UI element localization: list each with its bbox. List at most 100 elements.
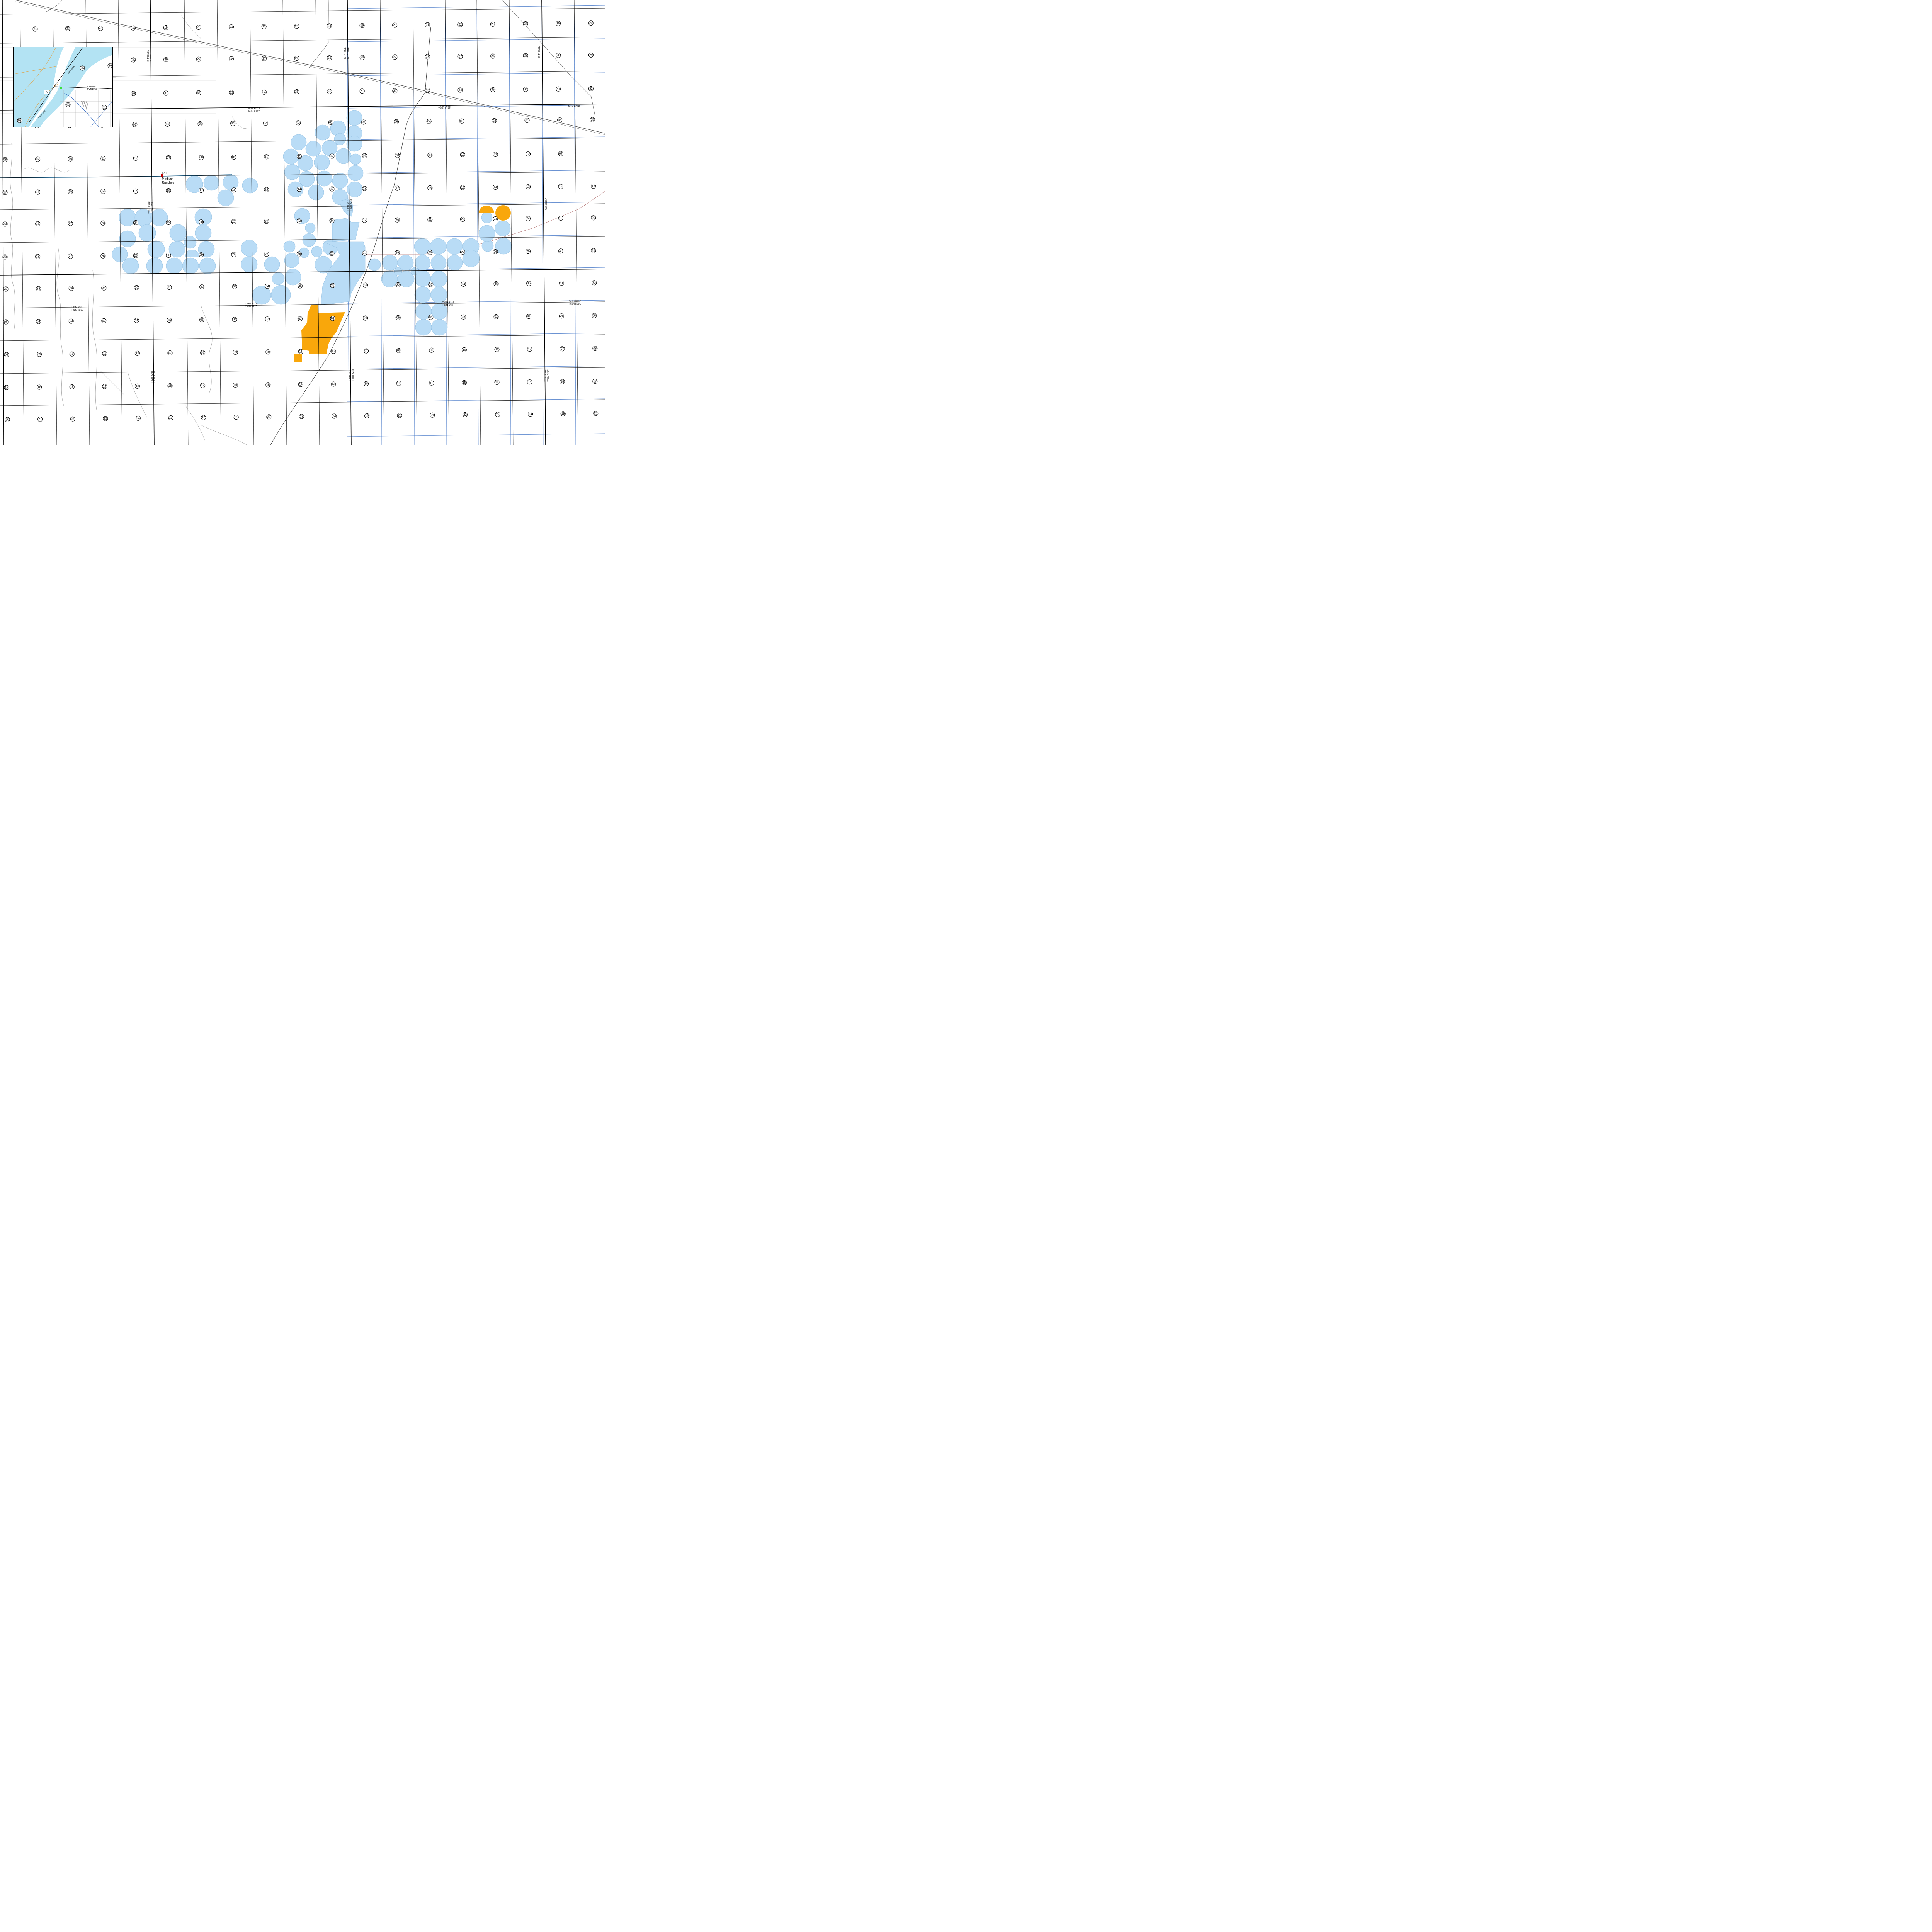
section-label-32: 32 xyxy=(392,88,398,94)
place-marker[interactable]: L&L Madison Ranches xyxy=(161,172,174,184)
section-label-ring xyxy=(298,349,303,354)
section-label-04: 04 xyxy=(428,315,434,320)
section-label-19: 19 xyxy=(364,413,370,418)
section-label-ring xyxy=(425,88,430,93)
section-label-ring xyxy=(199,155,204,160)
section-label-ring xyxy=(493,314,499,319)
inset-marker-box xyxy=(44,90,49,94)
section-label-ring xyxy=(493,152,498,157)
section-label-36: 36 xyxy=(327,89,332,94)
section-number: 16 xyxy=(430,381,433,385)
section-label-ring xyxy=(328,120,333,125)
section-number: 22 xyxy=(262,25,266,28)
section-number: 22 xyxy=(267,415,270,418)
irrigation-pivot-43 xyxy=(166,257,183,274)
irrigation-pivot-72 xyxy=(430,255,447,271)
section-label-21: 21 xyxy=(233,415,239,420)
section-label-ring xyxy=(4,385,9,390)
irrigated-field-1 xyxy=(332,218,360,242)
section-col-line-7 xyxy=(217,0,221,445)
section-number: 19 xyxy=(361,24,364,27)
section-label-19: 19 xyxy=(168,415,173,420)
section-label-ring xyxy=(294,89,299,94)
section-label-ring xyxy=(37,384,42,390)
section-row-line-6 xyxy=(0,171,605,178)
section-label-ring xyxy=(362,250,367,256)
section-number: 22 xyxy=(66,27,70,31)
section-number: 23 xyxy=(494,217,497,221)
section-label-21: 21 xyxy=(231,219,236,224)
township-label-top: T03N R28E xyxy=(442,302,454,304)
section-number: 23 xyxy=(496,413,500,416)
section-label-09: 09 xyxy=(233,350,238,355)
section-label-ring xyxy=(590,117,595,122)
section-label-ring xyxy=(264,187,269,192)
section-number: 08 xyxy=(397,349,401,352)
road-3 xyxy=(201,305,213,395)
section-number: 21 xyxy=(430,413,434,417)
section-label-12: 12 xyxy=(329,153,335,159)
section-col-line-5 xyxy=(150,0,155,445)
section-label-12: 12 xyxy=(526,151,531,157)
section-label-ring xyxy=(461,314,466,320)
section-number: 05 xyxy=(395,120,398,124)
irrigation-pivot-38 xyxy=(168,241,185,258)
ranch-location-marker[interactable] xyxy=(161,174,163,177)
section-label-ring xyxy=(490,87,496,92)
section-label-ring xyxy=(427,250,433,255)
section-col-line-10 xyxy=(315,0,320,445)
highway-diagonal xyxy=(270,27,431,445)
irrigation-pivot-13 xyxy=(346,136,362,152)
section-label-23: 23 xyxy=(296,218,302,224)
section-label-11: 11 xyxy=(494,347,500,352)
section-label-06: 06 xyxy=(167,318,172,323)
section-number: 23 xyxy=(104,417,107,420)
road-7 xyxy=(127,371,147,418)
inset-location-marker[interactable] xyxy=(60,87,62,89)
section-label-ring xyxy=(163,57,169,62)
section-number: 09 xyxy=(430,349,433,352)
section-number: 10 xyxy=(69,157,72,161)
section-label-ring xyxy=(196,25,201,30)
section-number: 09 xyxy=(36,158,39,161)
section-label-19: 19 xyxy=(359,23,365,28)
irrigation-pivot-66 xyxy=(481,240,494,252)
township-label-9: T04N R28E xyxy=(538,46,541,58)
section-label-ring xyxy=(166,253,171,258)
section-label-12: 12 xyxy=(133,155,138,161)
inset-boundary-2 xyxy=(14,47,56,102)
section-label-18: 18 xyxy=(362,186,367,191)
section-label-ring xyxy=(558,216,563,221)
section-label-30: 30 xyxy=(163,57,169,62)
section-label-ring xyxy=(526,151,531,157)
section-label-ring xyxy=(592,313,597,318)
section-label-ring xyxy=(68,221,73,226)
section-label-ring xyxy=(266,414,272,420)
section-number: 32 xyxy=(589,87,593,90)
section-number: 07 xyxy=(167,156,170,160)
canal-vertical-6 xyxy=(541,7,544,445)
irrigation-pivot-63 xyxy=(430,238,447,255)
section-number: 13 xyxy=(332,383,335,386)
section-label-27: 27 xyxy=(460,249,465,255)
section-number: 12 xyxy=(134,156,138,160)
section-label-23: 23 xyxy=(103,416,108,421)
section-label-16: 16 xyxy=(429,380,434,386)
section-number: 17 xyxy=(3,191,7,194)
section-label-34: 34 xyxy=(68,286,74,291)
section-label-17: 17 xyxy=(395,185,400,191)
section-label-ring xyxy=(591,248,596,253)
section-label-ring xyxy=(395,315,401,320)
section-number: 17 xyxy=(397,382,401,385)
section-number: 06 xyxy=(364,316,367,320)
section-label-32: 32 xyxy=(199,284,205,290)
section-label-ring xyxy=(523,53,528,58)
section-label-04: 04 xyxy=(230,121,236,126)
section-label-ring xyxy=(197,121,203,126)
section-number: 15 xyxy=(266,383,270,386)
irrigation-pivot-88 xyxy=(415,319,432,336)
section-number: 10 xyxy=(265,155,268,158)
township-label-top: T03N R26E xyxy=(71,306,83,309)
